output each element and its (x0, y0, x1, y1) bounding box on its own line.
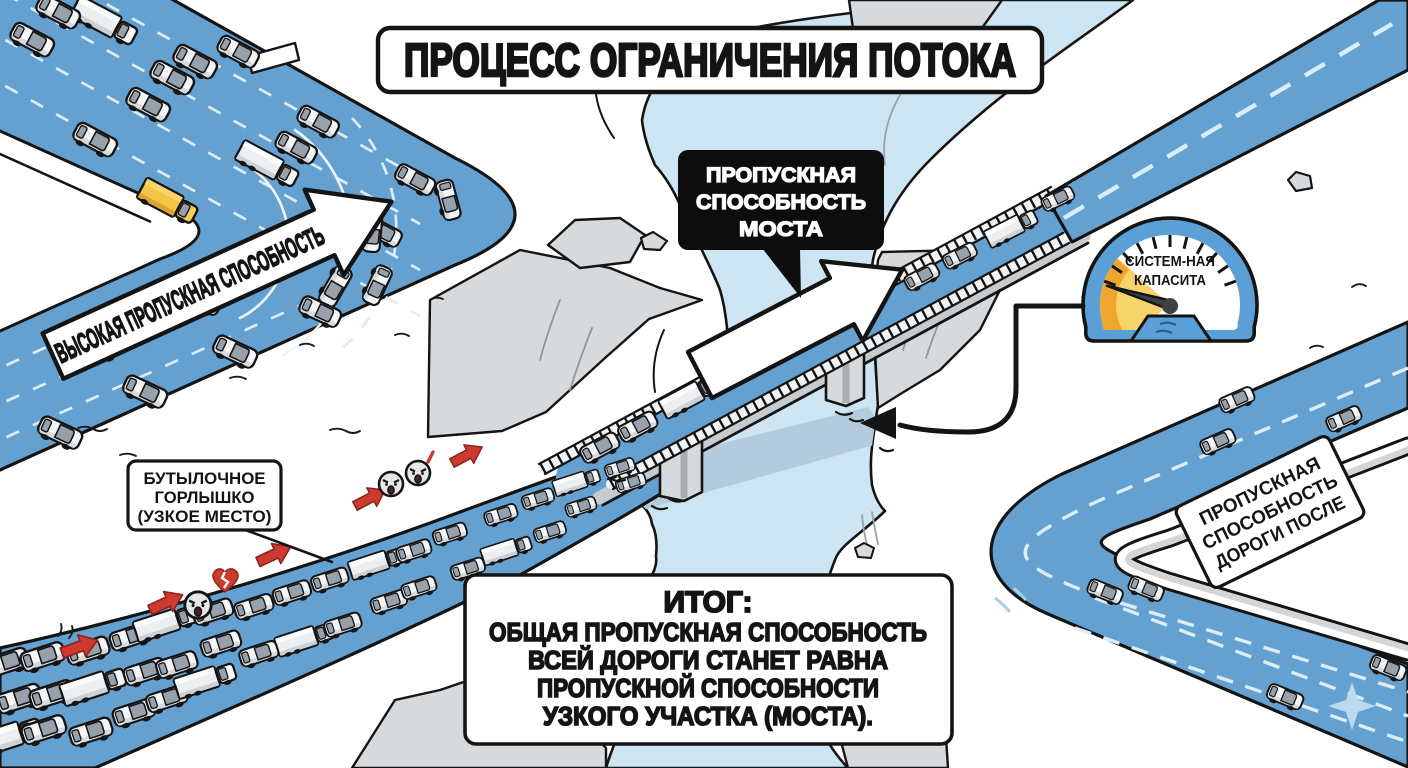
svg-text:ОБЩАЯ ПРОПУСКНАЯ СПОСОБНОСТЬ: ОБЩАЯ ПРОПУСКНАЯ СПОСОБНОСТЬ (489, 617, 927, 647)
svg-text:ГОРЛЫШКО: ГОРЛЫШКО (155, 488, 255, 507)
svg-text:ПРОПУСКНОЙ СПОСОБНОСТИ: ПРОПУСКНОЙ СПОСОБНОСТИ (537, 673, 879, 703)
svg-text:СПОСОБНОСТЬ: СПОСОБНОСТЬ (696, 190, 866, 214)
svg-text:ВСЕЙ ДОРОГИ СТАНЕТ РАВНА: ВСЕЙ ДОРОГИ СТАНЕТ РАВНА (528, 645, 888, 675)
svg-text:ПРОПУСКНАЯ: ПРОПУСКНАЯ (706, 163, 856, 187)
svg-text:ПРОЦЕСС ОГРАНИЧЕНИЯ ПОТОКА: ПРОЦЕСС ОГРАНИЧЕНИЯ ПОТОКА (404, 34, 1016, 86)
svg-text:СИСТЕМ-НАЯ: СИСТЕМ-НАЯ (1125, 253, 1215, 270)
svg-text:(УЗКОЕ МЕСТО): (УЗКОЕ МЕСТО) (138, 507, 272, 526)
svg-text:КАПАСИТА: КАПАСИТА (1134, 272, 1206, 289)
svg-text:БУТЫЛОЧНОЕ: БУТЫЛОЧНОЕ (144, 469, 266, 488)
svg-text:МОСТА: МОСТА (739, 217, 823, 241)
svg-text:ИТОГ:: ИТОГ: (663, 586, 752, 619)
svg-text:УЗКОГО УЧАСТКА (МОСТА).: УЗКОГО УЧАСТКА (МОСТА). (543, 701, 873, 731)
